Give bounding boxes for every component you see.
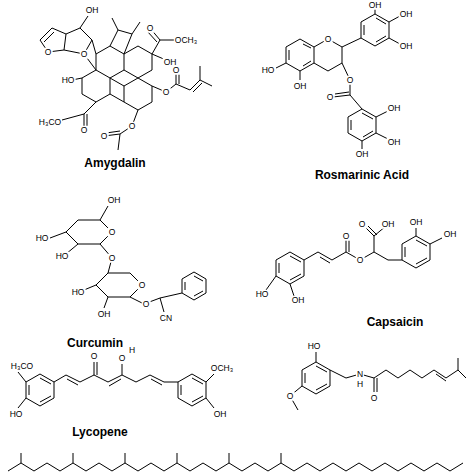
- atom-label: HO: [35, 234, 50, 243]
- atom-label: OCH₃: [210, 364, 234, 373]
- atom-label: O: [118, 354, 127, 363]
- atom-label: OH: [409, 218, 424, 227]
- atom-label: HO: [255, 290, 270, 299]
- atom-label: O: [324, 35, 333, 44]
- atom-label: N: [356, 370, 364, 379]
- atom-label: O: [90, 352, 99, 361]
- atom-label: HO: [71, 288, 86, 297]
- compound-name: Amygdalin: [83, 157, 146, 169]
- atom-label: H₃CO: [10, 362, 34, 371]
- atom-label: O: [172, 66, 181, 75]
- atom-label: O: [326, 93, 335, 102]
- atom-label: O: [356, 256, 365, 265]
- atom-label: OH: [107, 196, 122, 205]
- atom-label: OH: [213, 410, 228, 419]
- compound-name: Curcumin: [66, 337, 124, 349]
- atom-label: OH: [97, 310, 112, 319]
- carbon-chain: [8, 453, 463, 471]
- atom-label: O: [370, 394, 379, 403]
- atom-label: CN: [159, 314, 173, 323]
- atom-label: HO: [55, 252, 70, 261]
- atom-label: O: [44, 48, 53, 57]
- atom-label: HO: [261, 66, 276, 75]
- atom-label: O: [142, 300, 151, 309]
- atom-label: OH: [387, 104, 402, 113]
- atom-label: OH: [355, 150, 370, 159]
- atom-label: O: [162, 88, 171, 97]
- atom-label: HO: [307, 342, 322, 351]
- atom-label: O: [100, 132, 109, 141]
- compound-name: Capsaicin: [366, 316, 425, 328]
- atom-label: OH: [368, 1, 383, 10]
- atom-label: OH: [399, 10, 414, 19]
- atom-label: H₃CO: [38, 118, 62, 127]
- atom-label: O: [80, 126, 89, 135]
- atom-label: OH: [381, 220, 396, 229]
- atom-label: O: [128, 122, 137, 131]
- atom-label: OH: [399, 42, 414, 51]
- atom-label: O: [146, 24, 155, 33]
- atom-label: HO: [61, 76, 76, 85]
- atom-label: O: [138, 281, 147, 290]
- atom-label: O: [286, 392, 295, 401]
- atom-label: O: [108, 228, 117, 237]
- compound-name: Rosmarinic Acid: [314, 169, 410, 181]
- atom-label: OH: [293, 82, 308, 91]
- atom-label: OH: [387, 138, 402, 147]
- atom-label: OH: [291, 296, 306, 305]
- atom-label: O: [342, 232, 351, 241]
- atom-label: OH: [443, 230, 458, 239]
- atom-label: O: [358, 220, 367, 229]
- compound-name: Lycopene: [71, 426, 129, 438]
- atom-label: H: [128, 346, 136, 355]
- atom-label: HO: [9, 410, 24, 419]
- atom-label: OCH₃: [174, 36, 198, 45]
- atom-label: O: [346, 76, 355, 85]
- atom-label: OH: [85, 6, 100, 15]
- atom-label: H: [356, 380, 364, 389]
- atom-label: O: [80, 50, 89, 59]
- atom-label: O: [108, 254, 117, 263]
